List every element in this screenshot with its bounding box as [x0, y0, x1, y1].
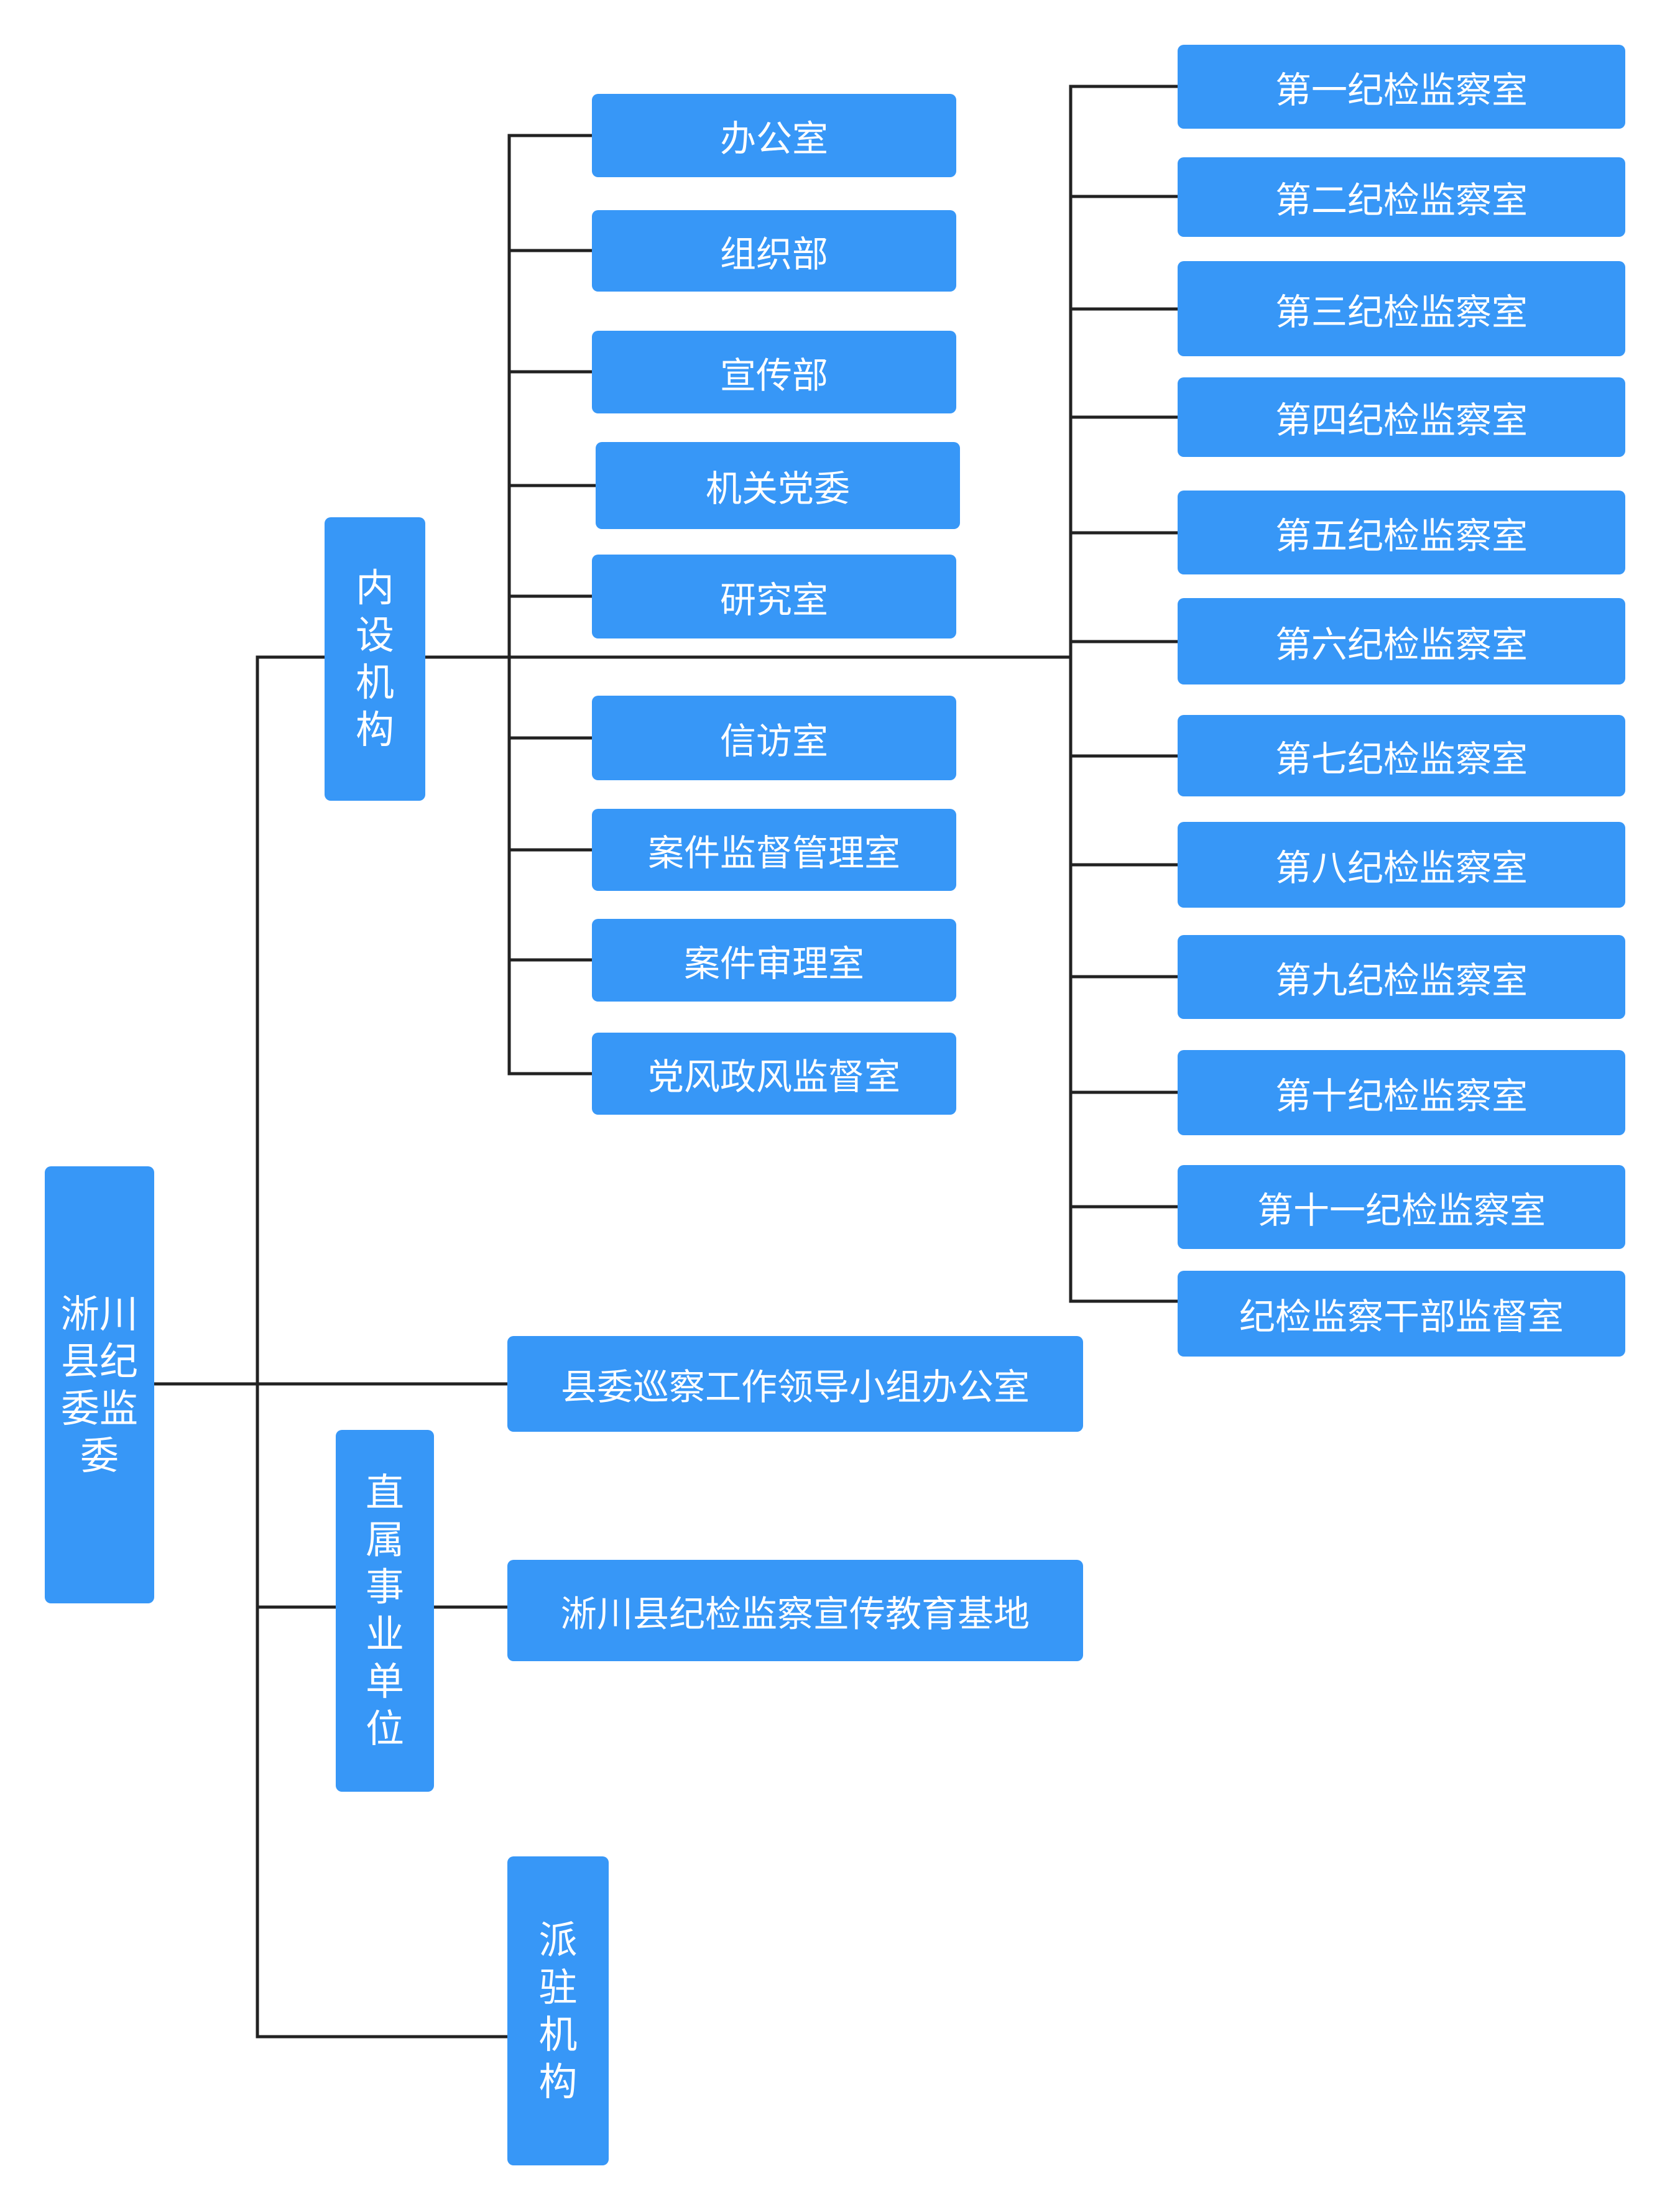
- unit-anjian-jiandu-guanli: 案件监督管理室: [592, 809, 956, 891]
- branch-xuncha-office: 县委巡察工作领导小组办公室: [507, 1336, 1083, 1432]
- room-cadre-supervision: 纪检监察干部监督室: [1178, 1271, 1625, 1357]
- unit-jiguan-dangwei: 机关党委: [596, 442, 960, 529]
- branch-neishe-jigou: 内设机构: [325, 517, 425, 801]
- room-2: 第二纪检监察室: [1178, 157, 1625, 237]
- room-11: 第十一纪检监察室: [1178, 1165, 1625, 1249]
- unit-anjian-shenli: 案件审理室: [592, 919, 956, 1002]
- unit-zuzhibu: 组织部: [592, 210, 956, 292]
- unit-dangfeng-zhengfeng-jiandu: 党风政风监督室: [592, 1033, 956, 1115]
- room-10: 第十纪检监察室: [1178, 1050, 1625, 1135]
- room-1: 第一纪检监察室: [1178, 45, 1625, 129]
- branch-paizhu-jigou: 派驻机构: [507, 1856, 609, 2165]
- room-5: 第五纪检监察室: [1178, 491, 1625, 574]
- unit-yanjiushi: 研究室: [592, 555, 956, 638]
- unit-bangongshi: 办公室: [592, 94, 956, 177]
- room-7: 第七纪检监察室: [1178, 715, 1625, 796]
- root-node: 淅川县纪委监委: [45, 1166, 154, 1603]
- room-6: 第六纪检监察室: [1178, 598, 1625, 684]
- unit-xuanchuan-jiaoyu-jidi: 淅川县纪检监察宣传教育基地: [507, 1560, 1083, 1661]
- room-9: 第九纪检监察室: [1178, 935, 1625, 1019]
- room-3: 第三纪检监察室: [1178, 261, 1625, 356]
- branch-zhishu-shiye-danwei: 直属事业单位: [336, 1430, 434, 1792]
- unit-xuanchuanbu: 宣传部: [592, 331, 956, 413]
- unit-xinfangshi: 信访室: [592, 696, 956, 780]
- room-4: 第四纪检监察室: [1178, 377, 1625, 457]
- room-8: 第八纪检监察室: [1178, 822, 1625, 908]
